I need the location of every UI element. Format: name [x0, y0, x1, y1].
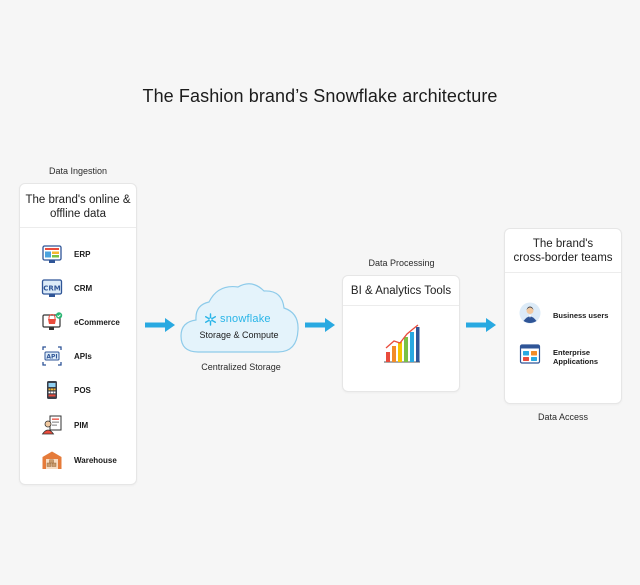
ingestion-caption: Data Ingestion: [48, 166, 108, 176]
storage-caption: Centralized Storage: [201, 362, 281, 372]
teams-title-line1: The brand's: [532, 238, 594, 250]
processing-caption: Data Processing: [368, 258, 435, 268]
ecommerce-icon: [40, 310, 64, 334]
source-item-warehouse: Warehouse: [40, 447, 117, 473]
access-caption: Data Access: [537, 412, 589, 422]
svg-text:CRM: CRM: [43, 285, 61, 293]
bar-chart-icon: [384, 324, 420, 363]
source-label-pos: POS: [74, 385, 91, 395]
flow-arrow-storage-to-processing: [305, 318, 335, 332]
bi-tools-card: BI & Analytics Tools: [342, 275, 460, 392]
warehouse-icon: [40, 448, 64, 472]
source-item-ecommerce: eCommerce: [40, 309, 120, 335]
snowflake-logo: snowflake: [204, 312, 284, 326]
source-label-crm: CRM: [74, 283, 93, 293]
business-user-icon: [519, 302, 541, 329]
data-sources-card-title: The brand's online & offline data: [20, 184, 136, 228]
snowflake-logo-text: snowflake: [220, 313, 271, 325]
snowflake-icon: [204, 312, 217, 326]
data-sources-card: The brand's online & offline data ERP CR…: [19, 183, 137, 485]
source-item-crm: CRM CRM: [40, 275, 92, 301]
team-label-business-users: Business users: [553, 311, 609, 320]
source-label-ecommerce: eCommerce: [74, 317, 120, 327]
team-item-business-users: Business users: [519, 302, 608, 329]
pim-icon: [40, 413, 64, 437]
diagram-title: The Fashion brand’s Snowflake architectu…: [142, 86, 498, 106]
teams-card-title: The brand's cross-border teams: [505, 229, 621, 273]
data-sources-title-line2: offline data: [49, 208, 107, 220]
pos-icon: [40, 378, 64, 402]
svg-text:API: API: [46, 353, 57, 360]
erp-icon: [40, 242, 64, 266]
source-item-erp: ERP: [40, 241, 90, 267]
crm-icon: CRM: [40, 276, 64, 300]
source-label-erp: ERP: [74, 249, 91, 259]
source-item-pim: PIM: [40, 412, 88, 438]
storage-subtitle: Storage & Compute: [199, 330, 279, 340]
source-label-apis: APIs: [74, 351, 92, 361]
team-item-enterprise-apps: Enterprise Applications: [519, 343, 598, 370]
team-label-enterprise-apps: Enterprise Applications: [553, 347, 599, 366]
enterprise-apps-icon: [519, 343, 541, 370]
api-icon: API: [40, 344, 64, 368]
data-sources-title-line1: The brand's online &: [25, 194, 131, 206]
teams-card: The brand's cross-border teams Business …: [504, 228, 622, 404]
source-item-pos: POS: [40, 377, 91, 403]
flow-arrow-ingestion-to-storage: [145, 318, 175, 332]
source-label-warehouse: Warehouse: [74, 455, 117, 465]
source-item-apis: API APIs: [40, 343, 92, 369]
bi-tools-card-title: BI & Analytics Tools: [343, 276, 459, 306]
source-label-pim: PIM: [74, 420, 89, 430]
flow-arrow-processing-to-access: [466, 318, 496, 332]
teams-title-line2: cross-border teams: [513, 252, 613, 264]
storage-cloud-shape: [180, 283, 299, 353]
